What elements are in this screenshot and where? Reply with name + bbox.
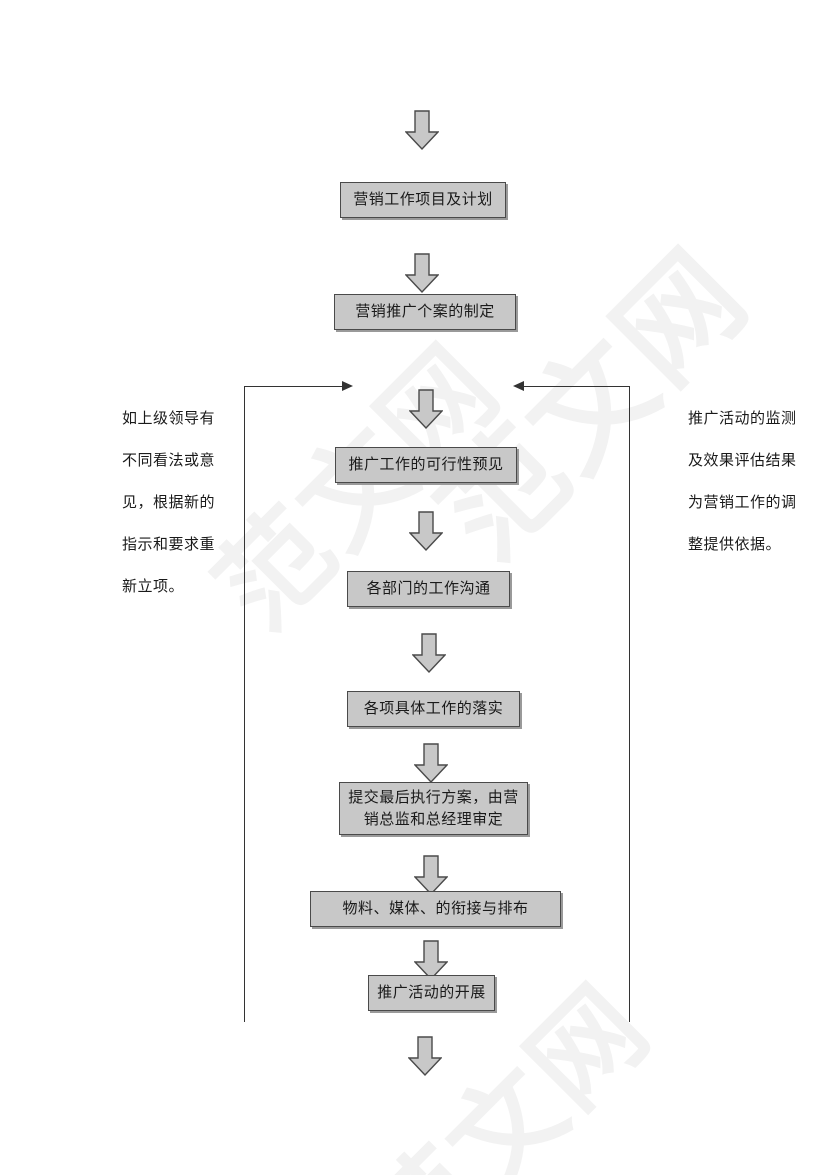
process-box-promo-case[interactable]: 营销推广个案的制定 — [334, 294, 516, 330]
flow-arrow-down-6 — [414, 855, 448, 895]
process-box-feasibility[interactable]: 推广工作的可行性预见 — [335, 447, 517, 483]
flow-arrow-down-5 — [414, 743, 448, 783]
process-box-label: 各项具体工作的落实 — [363, 700, 504, 718]
left-note-line-1: 如上级领导有 — [122, 410, 216, 427]
feedback-loop-right-vertical — [629, 386, 630, 1022]
process-box-material-media[interactable]: 物料、媒体、的衔接与排布 — [310, 891, 561, 927]
right-note-line-4: 整提供依据。 — [688, 536, 782, 553]
flow-arrow-down-3 — [409, 511, 443, 551]
left-note-line-3: 见，根据新的 — [122, 494, 216, 511]
feedback-loop-right-arrowhead-icon — [513, 381, 524, 391]
right-feedback-note: 推广活动的监测 及效果评估结果 为营销工作的调 整提供依据。 — [688, 398, 797, 566]
left-note-line-2: 不同看法或意 — [122, 452, 216, 469]
left-feedback-note: 如上级领导有 不同看法或意 见，根据新的 指示和要求重 新立项。 — [122, 398, 215, 608]
right-note-line-2: 及效果评估结果 — [688, 452, 797, 469]
process-box-department-comm[interactable]: 各部门的工作沟通 — [347, 571, 510, 607]
process-box-label: 营销推广个案的制定 — [355, 303, 495, 321]
right-note-line-3: 为营销工作的调 — [688, 494, 797, 511]
feedback-loop-right-horizontal — [521, 386, 630, 387]
process-box-campaign-launch[interactable]: 推广活动的开展 — [368, 975, 495, 1011]
feedback-loop-left-horizontal — [244, 386, 344, 387]
flow-arrow-down-7 — [414, 940, 448, 980]
right-note-line-1: 推广活动的监测 — [688, 410, 797, 427]
flow-arrow-down-entry — [405, 110, 439, 150]
process-box-label: 提交最后执行方案，由营 销总监和总经理审定 — [348, 788, 519, 828]
process-box-label: 推广活动的开展 — [377, 984, 486, 1002]
process-box-label: 各部门的工作沟通 — [366, 580, 491, 598]
process-box-marketing-plan[interactable]: 营销工作项目及计划 — [340, 182, 506, 218]
flow-arrow-down-4 — [412, 633, 446, 673]
flow-arrow-down-2 — [409, 389, 443, 429]
left-note-line-5: 新立项。 — [122, 578, 185, 595]
flow-arrow-down-1 — [405, 253, 439, 293]
flow-arrow-down-exit — [408, 1036, 442, 1076]
process-box-final-approval[interactable]: 提交最后执行方案，由营 销总监和总经理审定 — [339, 782, 528, 835]
left-note-line-4: 指示和要求重 — [122, 536, 216, 553]
process-box-label: 推广工作的可行性预见 — [348, 456, 504, 474]
process-box-label: 营销工作项目及计划 — [353, 191, 493, 209]
process-box-task-execution[interactable]: 各项具体工作的落实 — [347, 691, 520, 727]
process-box-label: 物料、媒体、的衔接与排布 — [342, 900, 529, 918]
feedback-loop-left-arrowhead-icon — [342, 381, 353, 391]
feedback-loop-left-vertical — [244, 386, 245, 1022]
